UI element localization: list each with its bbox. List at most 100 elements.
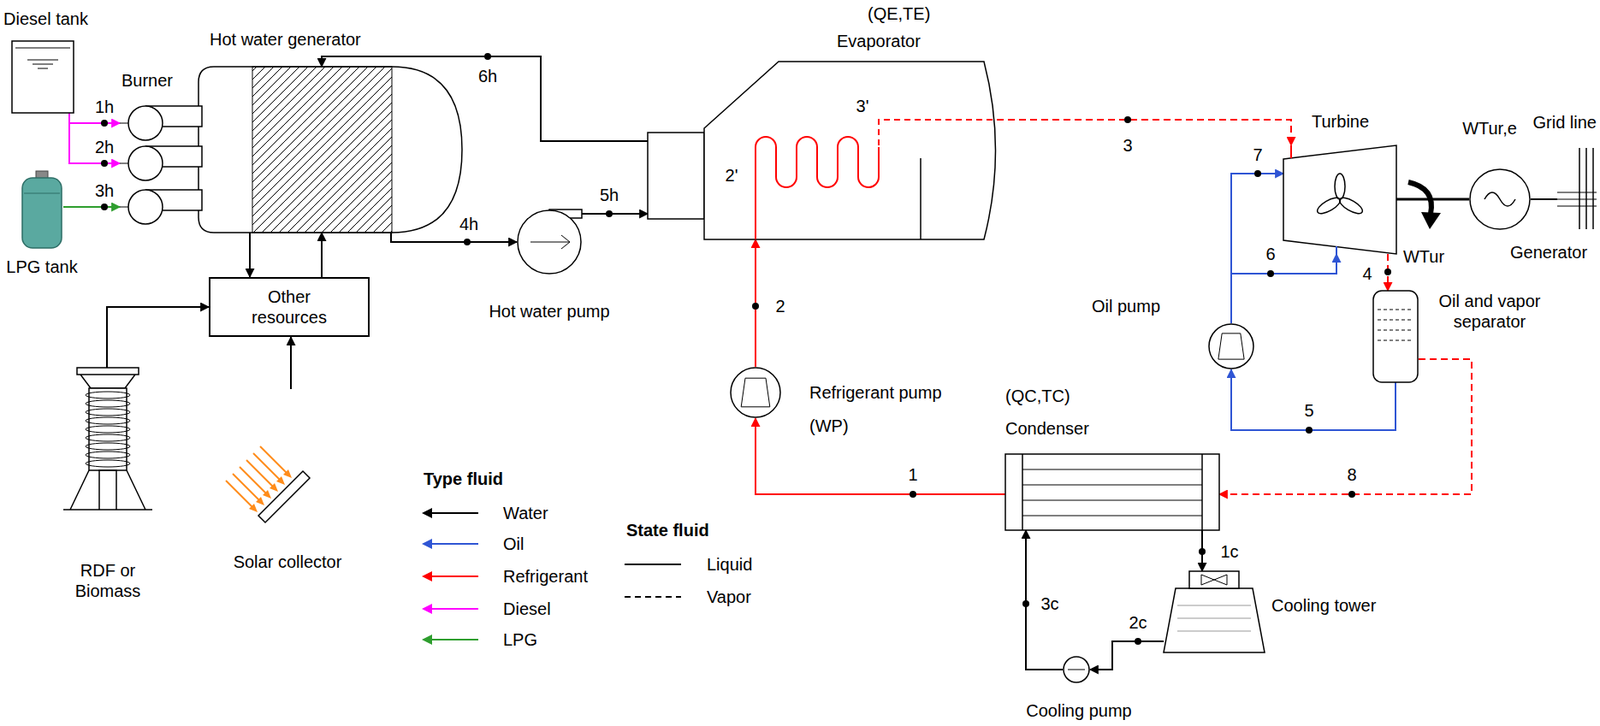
flow-line [581, 213, 648, 215]
node-outline [516, 209, 582, 275]
pump-mark [530, 235, 570, 249]
node-label: Diesel tank [3, 8, 89, 30]
generator-casing [1469, 169, 1530, 230]
state-label: 3 [1120, 136, 1134, 155]
coil-turn [85, 400, 131, 408]
state-point [605, 210, 613, 218]
separator-tray [1377, 340, 1414, 342]
legend-line [624, 563, 682, 566]
grid-bar [1578, 148, 1581, 230]
state-label: 6 [1263, 244, 1277, 264]
hot-water-pump: Hot water pump [516, 209, 582, 275]
state-label: 1h [93, 97, 116, 117]
state-label: 2h [93, 137, 116, 157]
separator-tray [1377, 320, 1414, 321]
state-point [1022, 600, 1030, 608]
state-point [1124, 116, 1132, 124]
tube [1022, 469, 1203, 471]
node-label: Other resources [237, 286, 341, 328]
fan [1201, 574, 1227, 586]
sun-ray-head [262, 490, 272, 499]
legend-text: Refrigerant [503, 566, 588, 587]
state-point [1267, 270, 1275, 278]
state-point [100, 160, 108, 167]
state-label: 8 [1345, 465, 1358, 485]
flow-line [248, 232, 251, 278]
state-point [1134, 638, 1142, 646]
cylinder [22, 177, 62, 249]
pump-casing [1208, 324, 1254, 369]
legend-swatch [421, 600, 482, 618]
state-point [1254, 170, 1262, 178]
pump-mark [740, 378, 771, 408]
coil-turn [85, 443, 131, 451]
solar-collector: Solar collector [224, 389, 344, 540]
node-label: Grid line [1533, 112, 1597, 133]
sun-ray [232, 474, 261, 503]
legend-arrowhead [421, 508, 433, 519]
legend-text: Oil [503, 533, 524, 555]
tank-lid [15, 47, 71, 49]
ac-wave [1484, 192, 1516, 207]
state-label: 3c [1038, 594, 1061, 614]
node-outline [224, 389, 344, 540]
grid-wire [1557, 199, 1597, 201]
burner-inlet [119, 207, 129, 208]
legend-line [430, 512, 479, 515]
turbine-blade [1315, 195, 1343, 217]
sun-ray-head [255, 497, 265, 506]
legend-swatch [421, 504, 482, 522]
node-outline [1557, 148, 1597, 230]
node-label: Cooling pump [1023, 700, 1135, 722]
node-outline [11, 41, 74, 113]
legend-heading: Type fluid [421, 469, 505, 489]
flow-line [1231, 369, 1396, 431]
oil-stub [1335, 246, 1338, 255]
burner-inlet [119, 123, 129, 125]
vapor-outlet [878, 119, 997, 156]
state-point [463, 238, 471, 246]
state-label: 3h [93, 181, 116, 201]
generator: Generator [1469, 168, 1531, 231]
legend-line [430, 608, 479, 611]
legend-line [430, 543, 479, 546]
state-label: WTur [1401, 247, 1446, 267]
tube-sheet [1201, 454, 1203, 531]
hopper [77, 367, 139, 389]
separator-vessel [1373, 290, 1418, 383]
state-point [484, 53, 492, 60]
node-outline [20, 171, 64, 249]
oil-pump: Oil pump [1208, 323, 1255, 370]
node-outline [1372, 290, 1419, 383]
pump-casing [1063, 657, 1090, 683]
legend-arrowhead [421, 604, 433, 615]
legend-swatch [624, 556, 685, 574]
pump-casing [730, 367, 781, 418]
node-label: Solar collector [219, 551, 356, 573]
separator-tray [1377, 330, 1414, 332]
tube-sheet [1021, 454, 1024, 531]
grid-bar [1585, 148, 1588, 230]
sun-ray [260, 446, 289, 475]
node-label: Oil and vapor separator [1425, 290, 1554, 332]
tube [1022, 485, 1203, 486]
evaporator: (QE,TE)Evaporator [647, 61, 997, 240]
condenser-shell [1005, 454, 1220, 531]
state-label: 4h [457, 214, 480, 234]
turbine-blade [1337, 195, 1365, 217]
state-point [100, 203, 108, 211]
node-label: RDF or Biomass [65, 560, 151, 602]
turbine-blade [1334, 173, 1346, 200]
state-label: 2 [773, 296, 787, 316]
hot-water-generator: Hot water generator [196, 66, 464, 233]
node-outline [1005, 454, 1220, 531]
burner: Burner [119, 102, 202, 225]
node-sublabel: Evaporator [836, 30, 921, 52]
cylinder-band [23, 193, 60, 195]
flow-line [106, 307, 209, 368]
state-label: 1c [1218, 542, 1240, 562]
grid-bar [1592, 148, 1595, 230]
flow-line [290, 337, 292, 390]
pump-mark [1218, 333, 1245, 360]
rdf-biomass: RDF or Biomass [61, 367, 155, 516]
